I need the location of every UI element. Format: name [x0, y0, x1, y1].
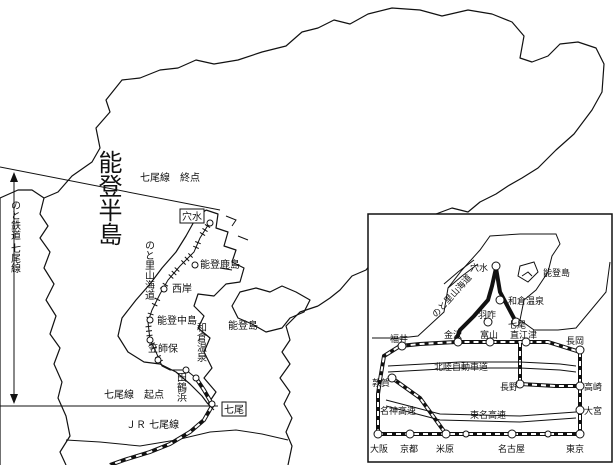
- coast-detail: [219, 215, 249, 271]
- boundary-line: [0, 166, 221, 211]
- rail-tick: [149, 342, 155, 346]
- rail-tick: [193, 245, 199, 249]
- jr-nanao-line-dash: [109, 405, 213, 465]
- inset-label-omiya: 大宮: [584, 405, 602, 417]
- jr-extension: [207, 403, 215, 411]
- inset-label-osaka: 大阪: [370, 443, 388, 455]
- rail-tick: [146, 334, 153, 337]
- station-dot: [146, 336, 154, 344]
- arrow-head-up: [10, 172, 18, 182]
- inset-label-anamizu: 穴水: [470, 262, 488, 274]
- arrow-head-down: [10, 394, 18, 404]
- satoyama-kaido-label: のと里山海道: [143, 240, 155, 300]
- anamizu-box: [179, 208, 205, 224]
- inset-label-wakura: 和倉温泉: [508, 295, 544, 307]
- inset-label-nagaoka: 長岡: [566, 336, 584, 347]
- noto-island-label: 能登島: [228, 319, 258, 332]
- rail-tick: [174, 267, 180, 272]
- rail-tick: [162, 282, 169, 287]
- station-anamizu: 穴水: [182, 210, 202, 223]
- station-dot: [146, 316, 154, 324]
- rail-tick: [195, 241, 201, 245]
- inset-label-meishin: 名神高速: [380, 405, 416, 417]
- inset-coastline: [372, 233, 611, 339]
- inset-label-nanao: 七尾: [508, 320, 526, 331]
- inset-labels: 穴水 能登島 和倉温泉 羽咋 七尾 福井 金沢 富山 直江津 長岡 北陸自動車道…: [370, 262, 602, 455]
- inset-label-takasaki: 高崎: [584, 381, 602, 393]
- west-inner-coast: [39, 197, 71, 465]
- station-kasashiho: 笠師保: [148, 342, 178, 355]
- station-nishigishi: 西岸: [172, 283, 192, 295]
- inset-island-detail: [521, 271, 533, 277]
- station-dot: [208, 400, 216, 408]
- rail-tick: [181, 260, 186, 265]
- inset-label-hokuriku-expwy: 北陸自動車道: [434, 361, 488, 373]
- nanao-line-end-label: 七尾線 終点: [140, 171, 200, 184]
- rail-tick: [145, 325, 152, 328]
- south-coast: [65, 429, 289, 447]
- jr-nanao-line-label: ＪＲ 七尾線: [126, 418, 179, 431]
- station-noto-kashima: 能登鹿島: [200, 258, 240, 271]
- inset-label-kyoto: 京都: [400, 443, 418, 455]
- noto-railway-label: のと鉄道 七尾線: [9, 200, 21, 273]
- station-wakura-onsen: 和倉温泉: [195, 322, 207, 362]
- station-dot: [191, 261, 199, 269]
- station-nanao: 七尾: [224, 404, 244, 416]
- rail-tick: [151, 346, 157, 350]
- inset-stations: [373, 261, 585, 439]
- inset-label-fukui: 福井: [390, 333, 408, 345]
- stations: [146, 219, 216, 408]
- rail-tick: [188, 253, 193, 258]
- inset-label-nagano: 長野: [500, 382, 518, 393]
- nanao-box: [221, 401, 247, 417]
- inset-expressways: [385, 259, 577, 423]
- inset-label-hakui: 羽咋: [478, 309, 496, 321]
- inset-label-tsuruga: 敦賀: [372, 377, 390, 389]
- station-dot: [160, 285, 168, 293]
- rail-tick: [171, 270, 177, 276]
- inset-label-tokyo: 東京: [566, 443, 584, 455]
- station-dot: [154, 356, 162, 364]
- railway-ticks: [145, 223, 211, 363]
- noto-island-outline: [231, 285, 311, 333]
- inset-label-kanazawa: 金沢: [444, 329, 462, 341]
- rail-tick: [154, 297, 161, 302]
- west-bay-coast: [117, 209, 209, 405]
- station-tatsuruhama: 田鶴浜: [175, 372, 187, 403]
- rail-tick: [199, 231, 206, 237]
- rail-tick: [145, 330, 153, 332]
- nanao-line-start-label: 七尾線 起点: [104, 388, 164, 401]
- station-dot: [206, 219, 214, 227]
- rail-tick: [151, 302, 158, 307]
- peninsula-title: 能登半島: [94, 150, 122, 246]
- rail-tick: [168, 274, 174, 279]
- inset-label-nagoya: 名古屋: [498, 443, 525, 455]
- inset-label-toyama: 富山: [480, 329, 498, 341]
- inset-label-noto-island: 能登島: [543, 267, 570, 279]
- wakura-branch-dash: [195, 377, 213, 405]
- east-coastline: [279, 305, 319, 465]
- inset-label-tomei: 東名高速: [470, 409, 506, 421]
- rail-tick: [147, 312, 154, 316]
- inset-label-naoetsu: 直江津: [510, 329, 537, 341]
- station-dot: [192, 374, 200, 382]
- inset-label-maibara: 米原: [436, 443, 454, 455]
- rail-tick: [184, 256, 190, 262]
- rail-tick: [204, 223, 211, 229]
- station-noto-nakajima: 能登中島: [157, 314, 197, 327]
- inset-island: [517, 261, 539, 283]
- nanao-bay-coast: [193, 209, 245, 405]
- rail-tick: [202, 227, 208, 233]
- peninsula-coastline: [0, 7, 605, 307]
- station-dot: [182, 366, 190, 374]
